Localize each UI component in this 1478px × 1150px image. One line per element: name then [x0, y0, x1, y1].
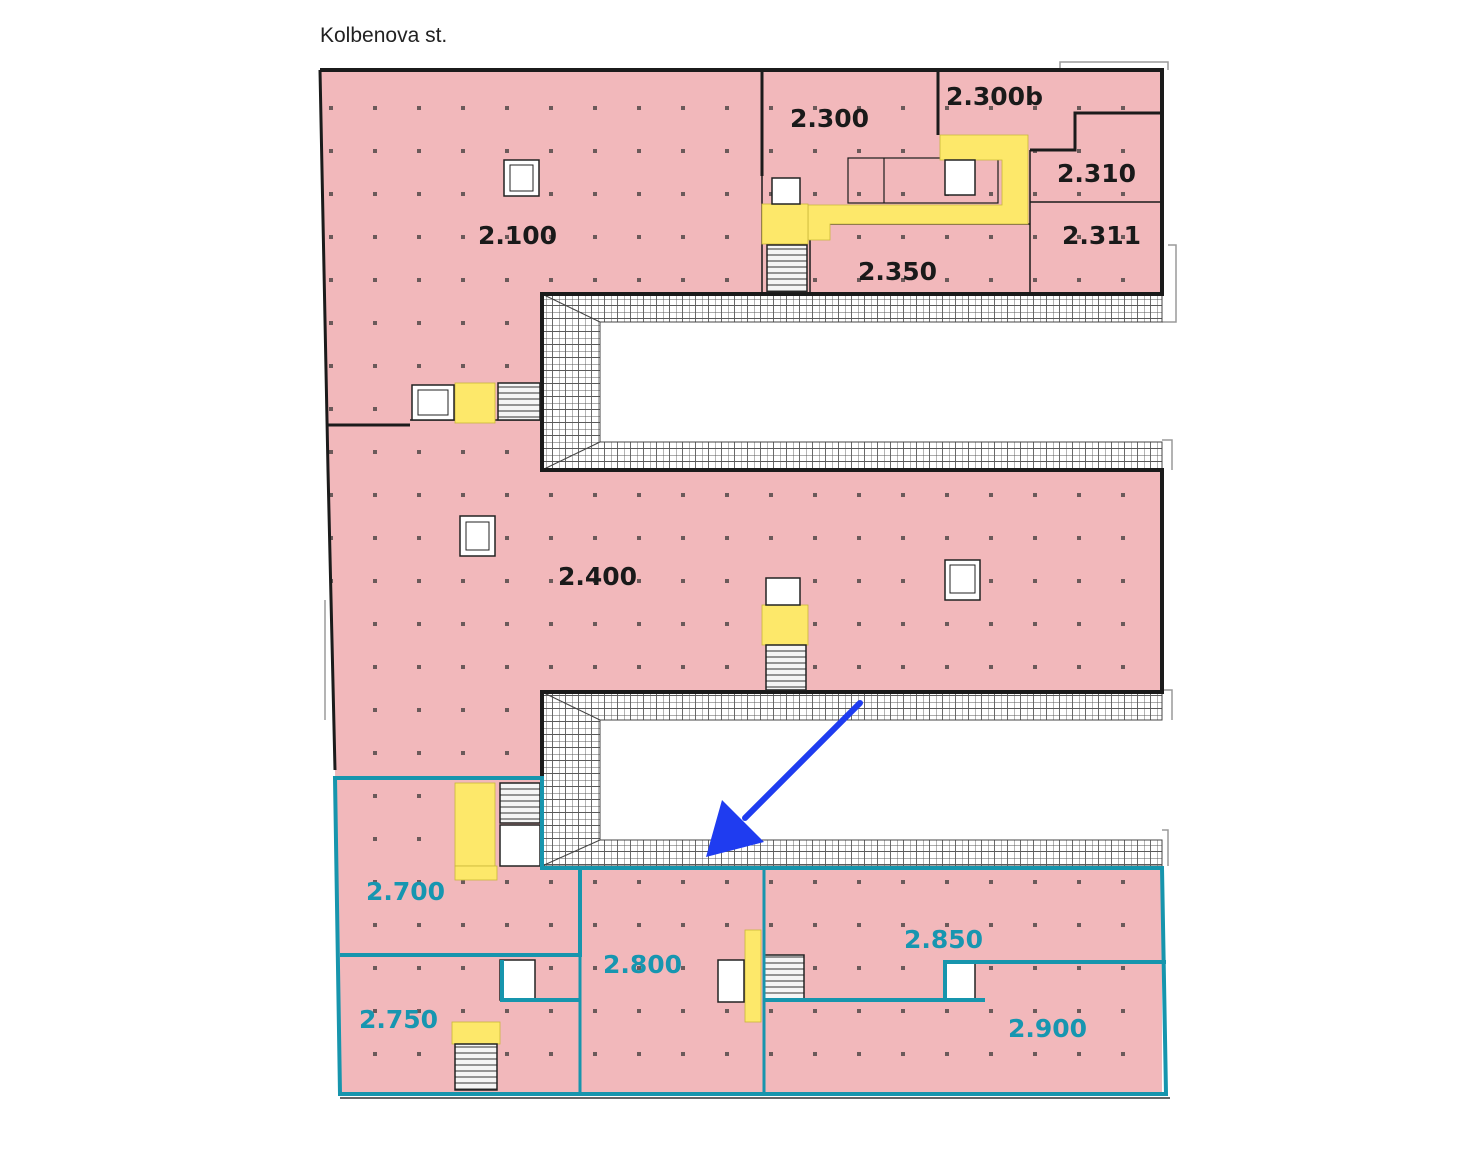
street-label: Kolbenova st.: [320, 24, 448, 47]
gallery-walkways: [541, 293, 1163, 867]
unit-label-2300b: 2.300b: [946, 82, 1043, 111]
unit-label-2311: 2.311: [1062, 221, 1141, 250]
unit-label-2900: 2.900: [1008, 1014, 1087, 1043]
highlighted-unit-outlines: [332, 776, 1169, 1096]
building-floor: [320, 70, 1162, 1094]
unit-label-2800: 2.800: [603, 950, 682, 979]
unit-label-2350: 2.350: [858, 257, 937, 286]
unit-label-2850: 2.850: [904, 925, 983, 954]
site-outline: [324, 61, 1177, 866]
core-areas: [451, 134, 1029, 1045]
unit-labels: 2.100 2.300 2.300b 2.310 2.311 2.350 2.4…: [359, 82, 1141, 1043]
unit-label-2100: 2.100: [478, 221, 557, 250]
pointer-arrow: [706, 700, 863, 857]
unit-label-2300: 2.300: [790, 104, 869, 133]
unit-label-2750: 2.750: [359, 1005, 438, 1034]
unit-label-2400: 2.400: [558, 562, 637, 591]
unit-label-2700: 2.700: [366, 877, 445, 906]
unit-label-2310: 2.310: [1057, 159, 1136, 188]
